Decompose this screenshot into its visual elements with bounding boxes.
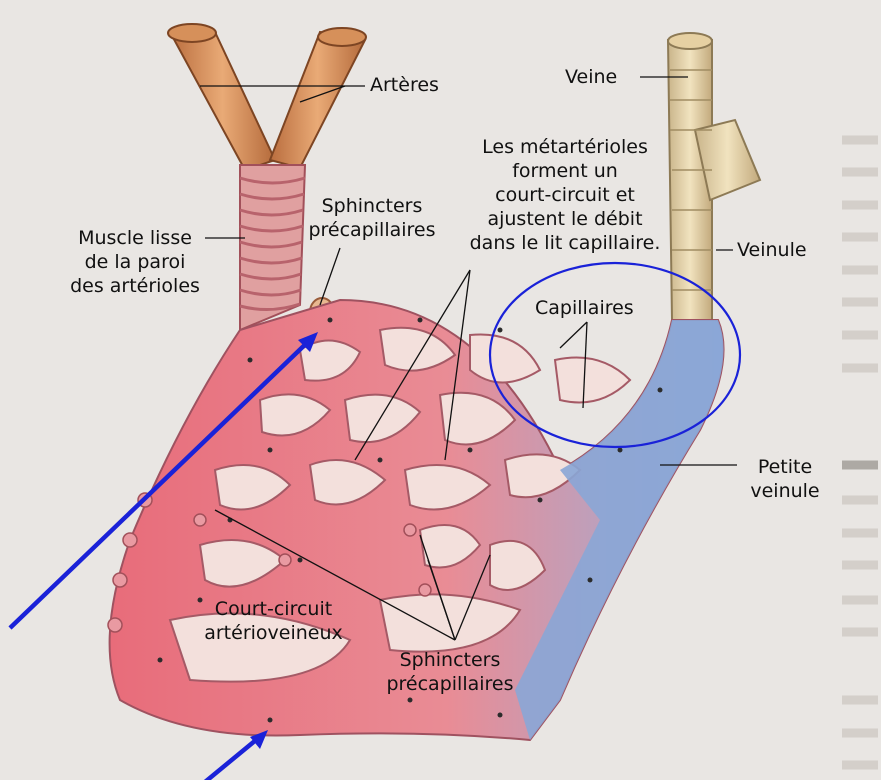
label-petite-veinule-line-2: veinule [735, 479, 835, 503]
label-petite-veinule: Petite veinule [735, 455, 835, 503]
label-capillaires: Capillaires [535, 296, 634, 320]
label-court-circuit: Court-circuit artérioveineux [186, 597, 361, 645]
label-sphincters-bottom-line-1: Sphincters [370, 648, 530, 672]
label-muscle-lisse-line-2: de la paroi [60, 250, 210, 274]
label-metarterioles-line-5: dans le lit capillaire. [455, 231, 675, 255]
label-court-circuit-line-1: Court-circuit [186, 597, 361, 621]
label-petite-veinule-line-1: Petite [735, 455, 835, 479]
label-metarterioles-line-1: Les métartérioles [455, 135, 675, 159]
label-arteres: Artères [370, 73, 439, 97]
label-metarterioles-line-2: forment un [455, 159, 675, 183]
label-veinule: Veinule [737, 238, 807, 262]
annotation-arrow-2 [205, 735, 262, 780]
label-sphincters-top-line-2: précapillaires [292, 218, 452, 242]
label-metarterioles: Les métartérioles forment un court-circu… [455, 135, 675, 255]
label-muscle-lisse: Muscle lisse de la paroi des artérioles [60, 226, 210, 298]
label-veine: Veine [565, 65, 617, 89]
label-court-circuit-line-2: artérioveineux [186, 621, 361, 645]
label-metarterioles-line-4: ajustent le débit [455, 207, 675, 231]
label-muscle-lisse-line-1: Muscle lisse [60, 226, 210, 250]
label-sphincters-bottom-line-2: précapillaires [370, 672, 530, 696]
label-sphincters-top: Sphincters précapillaires [292, 194, 452, 242]
artery-tubes [168, 24, 366, 170]
label-metarterioles-line-3: court-circuit et [455, 183, 675, 207]
label-muscle-lisse-line-3: des artérioles [60, 274, 210, 298]
background-page-text [842, 140, 878, 765]
label-sphincters-bottom: Sphincters précapillaires [370, 648, 530, 696]
label-sphincters-top-line-1: Sphincters [292, 194, 452, 218]
